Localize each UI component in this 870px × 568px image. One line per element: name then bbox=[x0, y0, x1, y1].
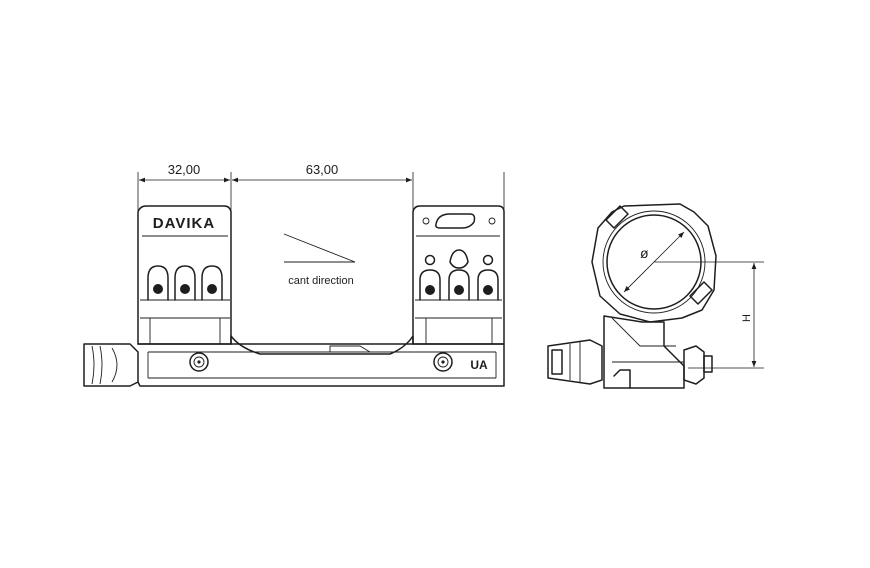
front-view: ø H bbox=[547, 203, 764, 389]
cant-direction-symbol bbox=[283, 233, 356, 263]
dimension-32: 32,00 bbox=[168, 162, 201, 177]
front-base bbox=[547, 315, 713, 389]
brand-logo-text: DAVIKA bbox=[153, 215, 215, 232]
diameter-symbol: ø bbox=[640, 245, 649, 261]
front-clamp-screws bbox=[605, 205, 713, 305]
mount-base bbox=[83, 335, 505, 387]
front-ring-body bbox=[591, 203, 717, 323]
left-ring bbox=[137, 205, 232, 345]
height-dimension bbox=[654, 261, 764, 369]
ua-marking: UA bbox=[470, 358, 488, 372]
right-ring bbox=[412, 205, 505, 345]
dimension-lines bbox=[137, 172, 505, 214]
height-label: H bbox=[741, 314, 753, 322]
side-view: 32,00 63,00 cant direction bbox=[83, 162, 505, 387]
cant-direction-label: cant direction bbox=[288, 275, 353, 287]
ring-screw-group-right bbox=[419, 269, 499, 301]
dimension-63: 63,00 bbox=[306, 162, 339, 177]
ring-screw-group-left bbox=[147, 265, 223, 301]
